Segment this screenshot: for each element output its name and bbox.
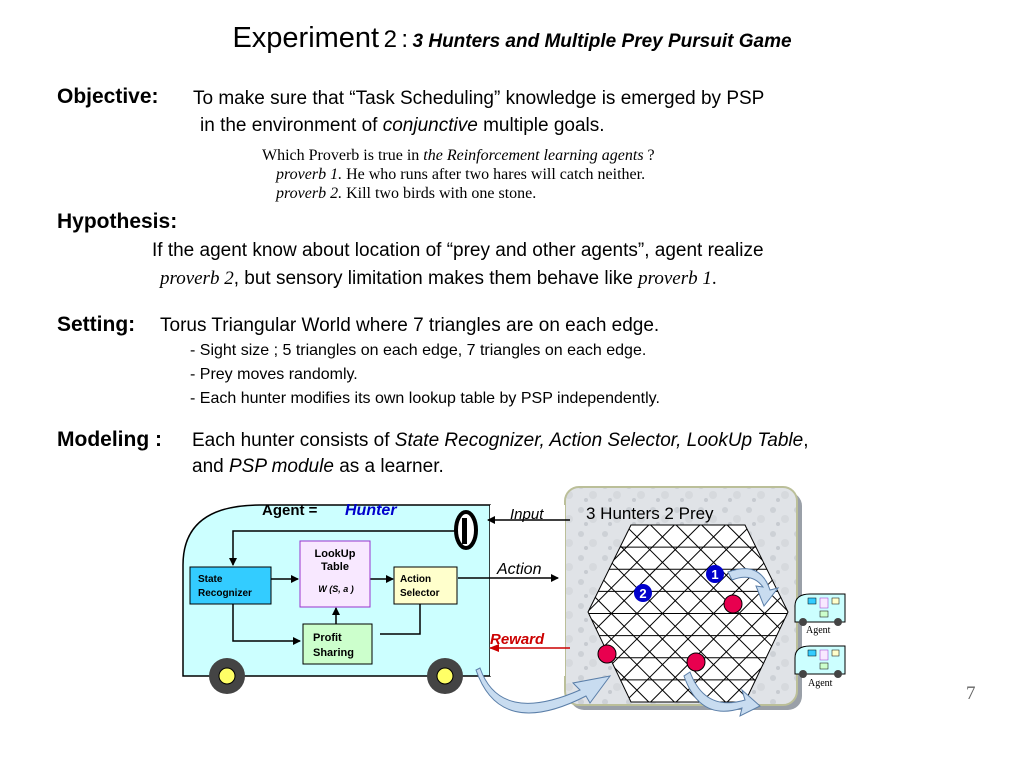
proverb-1-text: He who runs after two hares will catch n… xyxy=(346,166,646,183)
action-selector-box xyxy=(393,566,458,605)
title-subtitle: 3 Hunters and Multiple Prey Pursuit Game xyxy=(412,31,792,52)
grid-line xyxy=(588,525,650,702)
curved-arrow-top xyxy=(727,568,780,607)
hypothesis-line2: proverb 2, but sensory limitation makes … xyxy=(160,268,717,290)
proverb-1-label: proverb 1. xyxy=(276,166,343,183)
hunter-label: Hunter xyxy=(345,502,397,519)
mini-agent-2-icon xyxy=(794,645,846,678)
grid-line xyxy=(701,525,788,702)
modeling-line1: Each hunter consists of State Recognizer… xyxy=(192,430,808,452)
modeling-line1-italic: State Recognizer, Action Selector, LookU… xyxy=(394,430,804,451)
modeling-line1-post: , xyxy=(803,430,809,451)
grid-line xyxy=(726,525,788,702)
proverb-1: proverb 1. He who runs after two hares w… xyxy=(276,166,645,184)
input-label: Input xyxy=(510,506,544,523)
prey-icon xyxy=(723,594,743,614)
grid-line xyxy=(588,525,675,702)
objective-line2-post: multiple goals. xyxy=(483,115,605,136)
modeling-line2: and PSP module as a learner. xyxy=(192,456,444,478)
modeling-line2-pre: and xyxy=(192,456,224,477)
hypothesis-line1: If the agent know about location of “pre… xyxy=(152,240,764,261)
objective-line1: To make sure that “Task Scheduling” know… xyxy=(193,88,765,109)
setting-bullet-3: - Each hunter modifies its own lookup ta… xyxy=(190,390,660,407)
mini-agent-1-label: Agent xyxy=(806,625,831,636)
mini-agent-1-icon xyxy=(794,593,846,626)
question-post: ? xyxy=(647,147,655,164)
modeling-line1-pre: Each hunter consists of xyxy=(192,430,390,451)
title-colon: : xyxy=(401,26,409,53)
grid-line xyxy=(675,525,788,702)
proverb-2-text: Kill two birds with one stone. xyxy=(346,185,537,202)
profit-sharing-box xyxy=(302,623,373,665)
arrow-state-to-profit xyxy=(232,602,301,645)
grid-line xyxy=(588,525,726,702)
setting-bullet-2: - Prey moves randomly. xyxy=(190,366,358,383)
grid-line xyxy=(588,525,650,702)
curved-arrow-right xyxy=(683,671,761,717)
setting-label: Setting: xyxy=(57,313,136,336)
action-selector-label-1: Action xyxy=(400,574,431,585)
hunter-2-number: 2 xyxy=(639,586,646,601)
hypothesis-mid: , but sensory limitation makes them beha… xyxy=(233,268,633,289)
hunter-1-number: 1 xyxy=(711,567,718,582)
action-label: Action xyxy=(496,561,542,578)
proverb-2-label: proverb 2. xyxy=(276,185,343,202)
hypothesis-end: . xyxy=(711,268,717,289)
state-label-2: Recognizer xyxy=(198,588,252,599)
setting-line1: Torus Triangular World where 7 triangles… xyxy=(160,315,660,336)
mini-agent-2-label: Agent xyxy=(808,678,833,689)
reward-label: Reward xyxy=(490,631,545,648)
hunter-2-marker xyxy=(634,584,652,602)
grid-line xyxy=(588,525,675,702)
modeling-line2-italic: PSP module xyxy=(228,456,334,477)
arrow-top-loop xyxy=(229,530,456,566)
state-label-1: State xyxy=(198,574,223,585)
proverb-2: proverb 2. Kill two birds with one stone… xyxy=(276,185,536,203)
lookup-label-2: Table xyxy=(321,561,349,573)
question-pre: Which Proverb is true in xyxy=(262,147,420,164)
title-number: 2 xyxy=(383,26,397,53)
modeling-label: Modeling : xyxy=(57,428,162,451)
profit-label-2: Sharing xyxy=(313,647,354,659)
hunter-1-marker xyxy=(706,565,724,583)
lookup-table-box xyxy=(299,540,371,608)
grid-line xyxy=(701,525,788,702)
setting-bullet-1: - Sight size ; 5 triangles on each edge,… xyxy=(190,342,647,359)
modeling-line2-post: as a learner. xyxy=(339,456,444,477)
curved-arrow-left xyxy=(475,667,612,714)
grid-line xyxy=(588,525,701,702)
objective-line2-pre: in the environment of xyxy=(200,115,378,136)
world-panel xyxy=(564,486,802,710)
objective-line2-italic: conjunctive xyxy=(382,115,478,136)
objective-label: Objective: xyxy=(57,85,159,108)
question-italic: the Reinforcement learning agents xyxy=(423,147,644,164)
profit-label-1: Profit xyxy=(313,632,342,644)
hypothesis-proverb2: proverb 2 xyxy=(160,268,234,289)
state-recognizer-box xyxy=(189,566,272,605)
prey-icon xyxy=(686,652,706,672)
grid-line xyxy=(599,525,777,702)
title-word: Experiment xyxy=(232,22,380,54)
slide-title: Experiment 2 : 3 Hunters and Multiple Pr… xyxy=(0,22,1024,55)
lookup-label-1: LookUp xyxy=(315,548,356,560)
prey-icon xyxy=(597,644,617,664)
proverb-question: Which Proverb is true in the Reinforceme… xyxy=(262,147,655,165)
hypothesis-proverb1: proverb 1 xyxy=(638,268,712,289)
agent-label: Agent = xyxy=(262,502,318,519)
grid-line xyxy=(726,525,788,702)
objective-line2: in the environment of conjunctive multip… xyxy=(200,115,605,137)
grid-line xyxy=(650,525,788,702)
page-number: 7 xyxy=(966,683,976,704)
hypothesis-label: Hypothesis: xyxy=(57,210,178,233)
w-function: W (S, a ) xyxy=(318,584,354,594)
world-title: 3 Hunters 2 Prey xyxy=(586,504,714,523)
action-selector-label-2: Selector xyxy=(400,588,440,599)
